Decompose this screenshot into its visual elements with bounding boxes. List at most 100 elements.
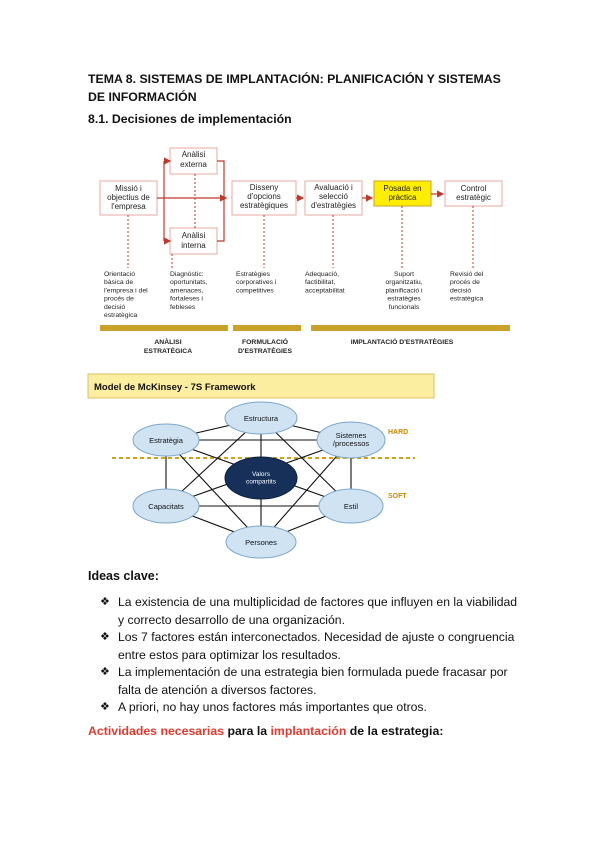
soft-label-line: SOFT <box>388 493 407 500</box>
desc-estrategies-line: corporatives i <box>236 279 277 286</box>
desc-revisio-line: Revisió del <box>450 271 484 278</box>
desc-estrategies-line: competitives <box>236 287 274 294</box>
node-sistemes-label: Sistemes/processos <box>333 431 370 448</box>
node-capacitats-label: Capacitats <box>148 502 184 511</box>
box-avaluacio-text-line: Avaluació i <box>314 183 353 192</box>
desc-suport-line: funcionals <box>389 304 420 311</box>
desc-orientacio-line: estratègica <box>104 312 137 319</box>
bullet-icon: ❖ <box>100 596 110 608</box>
bullet-icon: ❖ <box>100 701 110 713</box>
node-estructura-label-line: Estructura <box>244 414 279 423</box>
node-valors-label-line: Valors <box>252 471 271 478</box>
box-interna-text-line: interna <box>181 241 206 250</box>
desc-orientacio-line: decisió <box>104 304 125 311</box>
desc-orientacio-line: bàsica de <box>104 279 133 286</box>
idea-text: Los 7 factores están interconectados. Ne… <box>118 630 515 662</box>
desc-suport-line: organitzatiu, <box>385 279 422 286</box>
box-disseny <box>231 180 297 216</box>
bullet-icon: ❖ <box>100 631 110 643</box>
phase-label-formulacio-line: FORMULACIÓ <box>242 337 288 346</box>
phase-label-analisi-line: ESTRATÈGICA <box>144 346 192 355</box>
box-disseny-text-line: Disseny <box>250 183 278 192</box>
box-avaluacio <box>304 180 363 216</box>
box-avaluacio-text-line: d'estratègies <box>311 201 356 210</box>
activities-text-2: de la estrategia: <box>346 724 444 738</box>
desc-diagnostic-line: oportunitats, <box>170 279 208 286</box>
ideas-heading: Ideas clave: <box>88 569 159 583</box>
idea-text: A priori, no hay unos factores más impor… <box>118 700 427 714</box>
list-item: ❖ La implementación de una estrategia bie… <box>100 664 520 699</box>
phase-label-formulacio-line: D'ESTRATÈGIES <box>238 346 292 355</box>
activities-highlight: Actividades necesarias <box>88 724 225 738</box>
box-posada-text-line: pràctica <box>388 193 417 202</box>
node-valors-label-line: compartits <box>246 479 277 486</box>
bullet-icon: ❖ <box>100 666 110 678</box>
box-disseny-text-line: d'opcions <box>247 192 281 201</box>
phase-label-implantacio: IMPLANTACIÓ D'ESTRATÈGIES <box>351 337 454 346</box>
node-persones-label-line: Persones <box>245 538 277 547</box>
node-valors <box>224 456 298 500</box>
box-posada-text-line: Posada en <box>383 184 421 193</box>
hard-label: HARD <box>388 429 408 436</box>
desc-revisio-line: procés de <box>450 279 480 286</box>
node-estil <box>318 488 384 524</box>
box-control-text-line: Control <box>461 184 487 193</box>
node-capacitats <box>132 488 200 524</box>
mckinsey-7s-diagram: Model de McKinsey - 7S Framework HARD SO… <box>87 373 435 559</box>
soft-label: SOFT <box>388 493 407 500</box>
desc-orientacio-line: procés de <box>104 296 134 303</box>
ideas-list: ❖La existencia de una multiplicidad de f… <box>100 594 520 717</box>
node-persones-label: Persones <box>245 538 277 547</box>
list-item: ❖ Los 7 factores están interconectados. N… <box>100 629 520 664</box>
box-control-text-line: estratègic <box>456 193 491 202</box>
activities-text: para la <box>224 724 271 738</box>
desc-adequacio: Adequació,factibilitat,acceptabilitat <box>305 271 345 294</box>
desc-adequacio-line: factibilitat, <box>305 279 335 286</box>
activities-heading: Actividades necesarias para la implantac… <box>88 724 443 738</box>
desc-diagnostic-line: febleses <box>170 304 196 311</box>
node-estil-label-line: Estil <box>344 502 359 511</box>
box-avaluacio-text-line: selecció <box>319 192 348 201</box>
node-sistemes <box>316 421 386 459</box>
node-estrategia-label-line: Estratègia <box>149 436 184 445</box>
desc-orientacio-line: Orientació <box>104 271 135 278</box>
phase-bar-implantacio <box>311 325 510 331</box>
desc-suport-line: planificació i <box>385 287 423 294</box>
box-mision-text-line: l'empresa <box>111 202 146 211</box>
box-externa-text-line: Anàlisi <box>182 150 206 159</box>
box-mision-text-line: objectius de <box>107 193 150 202</box>
node-estrategia <box>132 423 200 457</box>
box-mision <box>99 180 158 216</box>
node-capacitats-label-line: Capacitats <box>148 502 184 511</box>
box-mision-text-line: Missió i <box>115 184 142 193</box>
document-title: TEMA 8. SISTEMAS DE IMPLANTACIÓN: PLANIF… <box>88 72 501 104</box>
phase-bar-analisi <box>100 325 228 331</box>
desc-adequacio-line: Adequació, <box>305 271 339 278</box>
activities-highlight-2: implantación <box>270 724 347 738</box>
hard-label-line: HARD <box>388 429 408 436</box>
box-interna-text-line: Anàlisi <box>182 231 206 240</box>
phase-bar-formulacio <box>233 325 301 331</box>
box-control <box>444 180 503 207</box>
mckinsey-header-text-line: Model de McKinsey - 7S Framework <box>94 382 256 393</box>
node-estil-label: Estil <box>344 502 359 511</box>
list-item: ❖La existencia de una multiplicidad de f… <box>100 594 520 629</box>
desc-revisio-line: decisió <box>450 287 471 294</box>
idea-text: La implementación de una estrategia bien… <box>118 665 508 697</box>
desc-revisio-line: estratègica <box>450 296 483 303</box>
desc-diagnostic-line: Diagnòstic: <box>170 271 204 278</box>
section-heading: 8.1. Decisiones de implementación <box>88 112 292 126</box>
